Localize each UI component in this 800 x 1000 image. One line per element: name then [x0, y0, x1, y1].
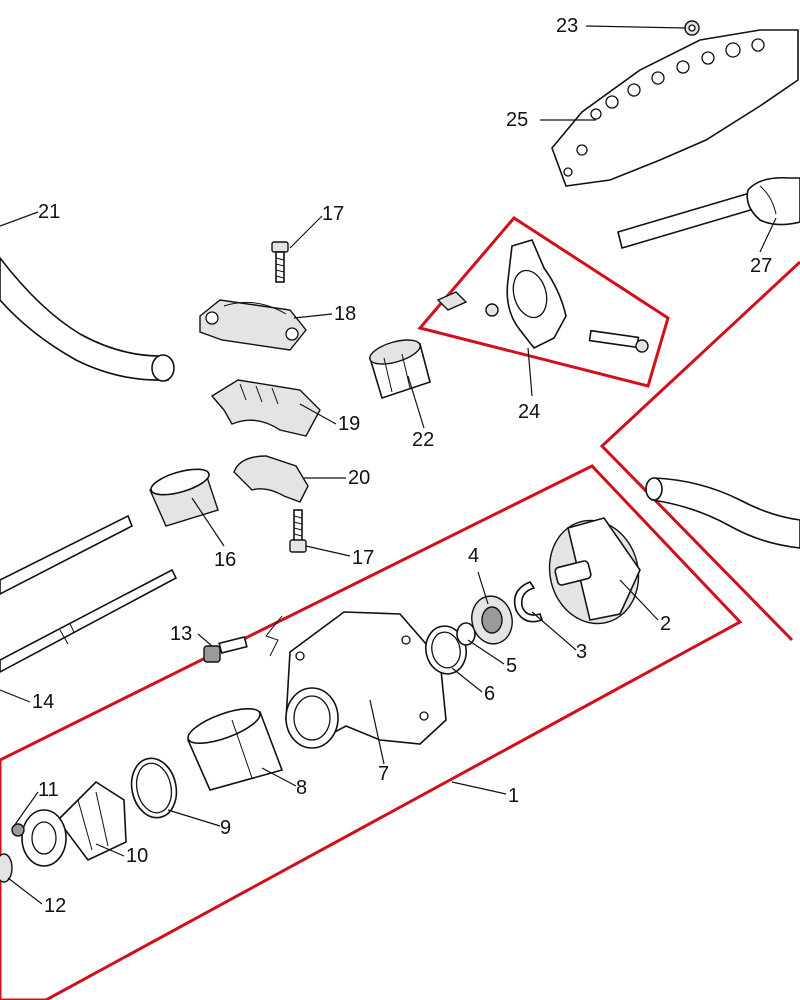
- label-8: 8: [296, 777, 307, 799]
- part-11-pin: [11, 823, 25, 837]
- label-3: 3: [576, 641, 587, 663]
- part-2-clutch-drum: [548, 517, 641, 625]
- part-19-lower-clamp: [210, 379, 321, 437]
- label-10: 10: [126, 845, 148, 867]
- label-7: 7: [378, 763, 389, 785]
- label-17-lower: 17: [352, 547, 374, 569]
- part-3-circlip: [513, 581, 544, 623]
- part-27-clamp: [617, 176, 800, 250]
- part-23-clamp-assembly: [436, 239, 649, 353]
- label-21: 21: [38, 201, 60, 223]
- label-22: 22: [412, 429, 434, 451]
- part-labels: 23 25 27 21 17 18 19 20 22 24 16 17 13 1…: [32, 15, 772, 917]
- label-24: 23: [556, 15, 578, 37]
- label-19: 19: [338, 413, 360, 435]
- label-1: 1: [508, 785, 519, 807]
- label-9: 9: [220, 817, 231, 839]
- part-21-handle-tube: [0, 256, 175, 382]
- label-6: 6: [484, 683, 495, 705]
- part-13-bolt: [203, 636, 248, 663]
- label-20: 20: [348, 467, 370, 489]
- part-5-ring: [456, 622, 476, 646]
- label-25: 25: [506, 109, 528, 131]
- label-27: 27: [750, 255, 772, 277]
- label-13: 13: [170, 623, 192, 645]
- part-17-bolt-lower: [289, 509, 307, 553]
- part-16-sleeve: [149, 468, 219, 527]
- part-25-perforated-bar: [551, 29, 799, 187]
- part-10-coupling: [21, 780, 127, 867]
- part-20-half-clamp: [233, 455, 309, 503]
- label-16: 16: [214, 549, 236, 571]
- part-14-drive-shaft: [0, 514, 178, 673]
- label-12: 12: [44, 895, 66, 917]
- label-23: 24: [518, 401, 540, 423]
- label-5: 5: [506, 655, 517, 677]
- part-24-nut: [684, 20, 700, 36]
- part-17-bolt-top: [271, 241, 289, 283]
- part-4-bearing: [471, 595, 513, 645]
- label-4: 4: [468, 545, 479, 567]
- right-assembly-highlight-box: [599, 260, 800, 642]
- label-11: 11: [38, 779, 59, 801]
- part-7-gear-housing: [285, 611, 447, 749]
- assembly-1-highlight-box: [0, 464, 743, 1000]
- part-18-upper-clamp: [199, 299, 307, 351]
- assembly-23-highlight-box: [417, 216, 670, 388]
- part-6-washer: [425, 625, 467, 675]
- part-8-sleeve: [186, 707, 284, 791]
- label-18: 18: [334, 303, 356, 325]
- label-14: 14: [32, 691, 54, 713]
- part-9-retaining-ring: [130, 757, 178, 819]
- label-2: 2: [660, 613, 671, 635]
- leader-lines: [0, 25, 777, 905]
- part-12-nut: [0, 853, 13, 883]
- part-22-sleeve: [368, 339, 431, 400]
- label-17-top: 17: [322, 203, 344, 225]
- break-symbol: [265, 615, 283, 657]
